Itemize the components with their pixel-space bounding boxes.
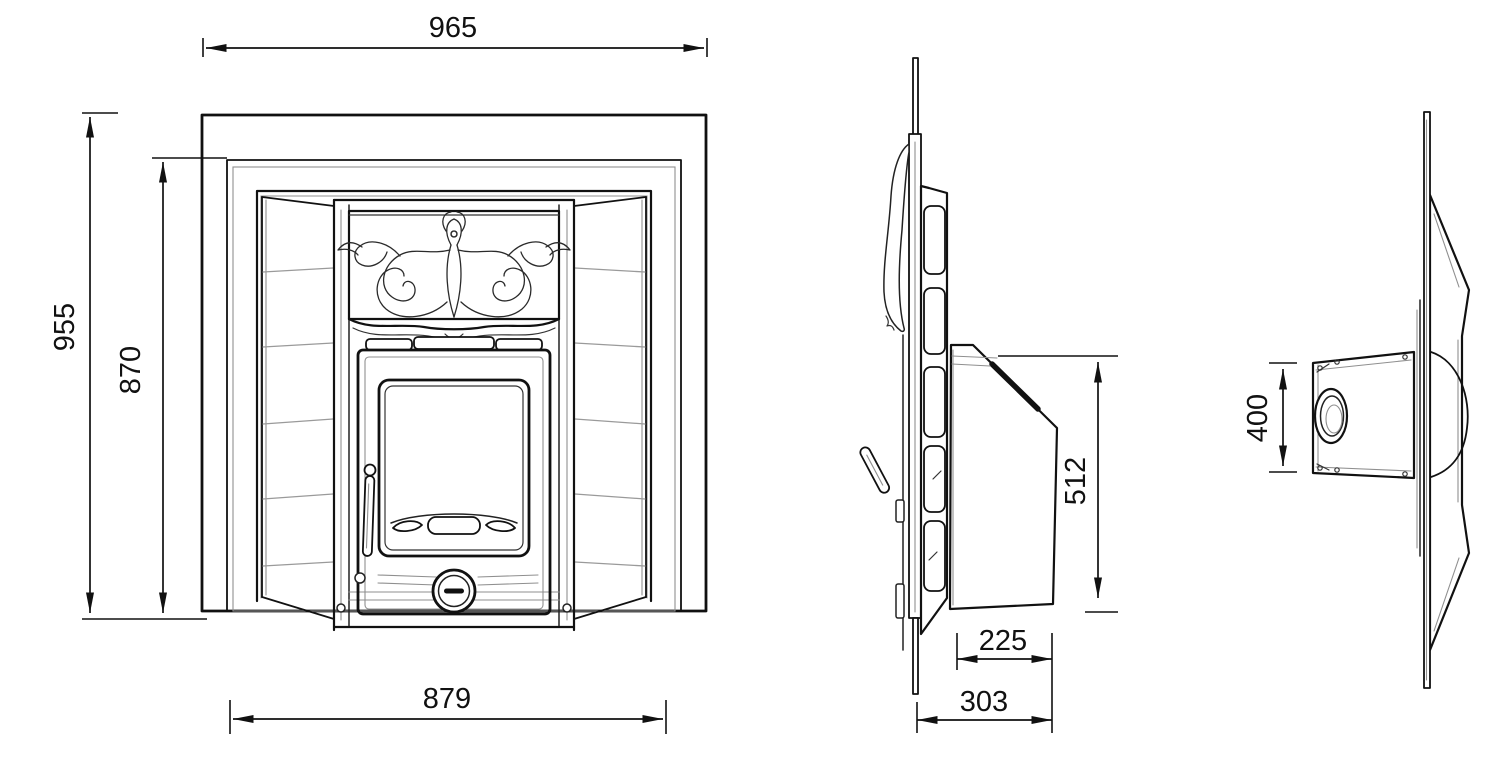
base-screw-left: [336, 603, 346, 613]
dim-label-400: 400: [1242, 394, 1274, 442]
dim-label-955: 955: [49, 303, 81, 351]
tile-panel-right: [573, 196, 647, 620]
central-cast-frame: [332, 198, 576, 632]
rear-frame-blade: [1423, 111, 1431, 689]
dim-label-965: 965: [429, 12, 477, 44]
vent-slot-center: [427, 516, 481, 535]
dim-label-879: 879: [423, 683, 471, 715]
side-hinge-lower: [895, 583, 905, 619]
dim-flue-box-height: 400: [1242, 362, 1297, 473]
ornament-swirls-right: [450, 211, 571, 318]
flue-collar: [1313, 387, 1349, 445]
door-window-inner: [384, 385, 524, 551]
dim-label-870: 870: [115, 346, 147, 394]
door-window: [377, 378, 531, 558]
outer-frame: [200, 113, 708, 613]
side-hinge-upper: [895, 499, 905, 523]
ornament-swirls-left: [337, 211, 458, 318]
dim-frame-height: 870: [115, 157, 227, 613]
dim-firebox-height: 512: [998, 355, 1118, 613]
side-ornament-squiggle: [885, 315, 895, 331]
rear-view: 400: [1242, 111, 1471, 689]
ornament-panel-border: [347, 209, 561, 321]
dim-base-width: 879: [229, 683, 667, 734]
dim-overall-depth: 303: [916, 686, 1052, 733]
air-control-knob: [431, 568, 477, 614]
side-frame-blade: [908, 57, 922, 695]
wavy-apron-upper: [347, 317, 561, 331]
dim-firebox-depth: 225: [956, 625, 1053, 733]
side-door-handle: [859, 446, 891, 494]
opening-frame: [255, 189, 653, 603]
side-firebox: [948, 343, 1059, 611]
rear-canopy-dome: [1430, 351, 1469, 478]
side-bracket: [919, 184, 949, 636]
base-screw-right: [562, 603, 572, 613]
flue-box: [1311, 350, 1416, 480]
side-view: 512 225 303: [859, 57, 1118, 733]
opening-inner-line: [260, 195, 648, 599]
door-top-ledge: [365, 336, 543, 351]
dim-label-303: 303: [960, 686, 1008, 718]
front-frame: [200, 113, 708, 613]
tile-panel-left: [261, 196, 335, 620]
rear-wing-profile: [1428, 193, 1471, 652]
door-handle: [361, 475, 376, 557]
dim-label-225: 225: [979, 625, 1027, 657]
vent-slot-right: [485, 520, 516, 532]
door-screw: [354, 572, 366, 584]
vent-slot-left: [392, 520, 423, 532]
dim-label-512: 512: [1060, 457, 1092, 505]
vent-arc: [390, 513, 518, 524]
dim-overall-width: 965: [202, 12, 708, 57]
front-view: 965 955 870 879: [49, 12, 708, 734]
art-nouveau-panel: [337, 209, 571, 340]
door-outer-frame: [356, 348, 552, 616]
door-handle-hook: [363, 463, 377, 477]
dim-overall-height: 955: [49, 112, 207, 620]
fire-door: [354, 348, 552, 616]
side-ornament-profile: [883, 143, 910, 333]
second-frame-inner-line: [232, 166, 676, 612]
